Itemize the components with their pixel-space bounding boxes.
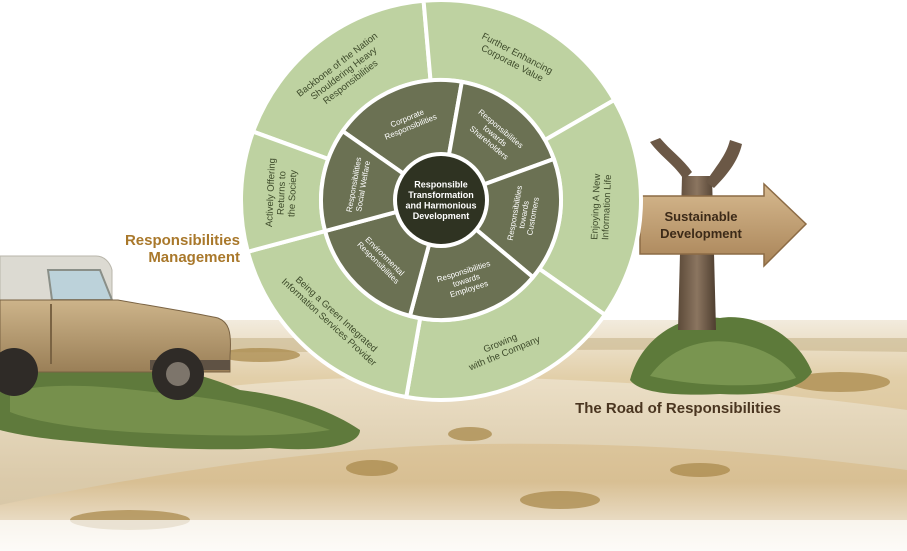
sustainable-development-sign-text: Sustainable Development bbox=[646, 208, 756, 242]
signpost bbox=[639, 138, 808, 330]
jeep bbox=[0, 255, 231, 400]
center-hub bbox=[397, 156, 485, 244]
signpost-right-branch bbox=[706, 140, 742, 188]
jeep-windshield bbox=[46, 269, 114, 301]
caption-line: Development bbox=[660, 226, 742, 241]
wheel-label-line: Information Life bbox=[600, 174, 614, 240]
bush-right bbox=[630, 317, 812, 395]
jeep-rear-wheel bbox=[0, 348, 38, 396]
wheel-label-line: the Society bbox=[286, 170, 299, 218]
responsibility-wheel: Backbone of the NationShouldering HeavyR… bbox=[239, 0, 643, 402]
signpost-left-branch bbox=[650, 138, 692, 180]
center-title-line: Development bbox=[413, 211, 470, 221]
center-title-line: and Harmonious bbox=[405, 200, 476, 210]
caption-line: Responsibilities bbox=[124, 232, 240, 249]
jeep-door-line bbox=[50, 304, 52, 364]
caption-line: Management bbox=[148, 249, 240, 266]
responsibilities-management-caption: Responsibilities Management bbox=[60, 232, 240, 266]
wheel-label-line: Returns to bbox=[276, 171, 289, 215]
center-title-line: Transformation bbox=[408, 190, 474, 200]
signpost-arrow-board bbox=[639, 182, 808, 268]
outer-ring-label: Enjoying A NewInformation Life bbox=[589, 173, 614, 240]
bottom-fade bbox=[0, 520, 907, 551]
center-title-line: Responsible bbox=[414, 179, 468, 189]
bush-left bbox=[0, 359, 360, 450]
wheel-label-line: Actively Offering bbox=[264, 158, 278, 227]
caption-line: Sustainable bbox=[664, 209, 738, 224]
road-of-responsibilities-caption: The Road of Responsibilities bbox=[575, 400, 781, 417]
outer-ring-label: Actively OfferingReturns tothe Society bbox=[264, 158, 300, 228]
wheel-label-line: Enjoying A New bbox=[589, 173, 603, 240]
